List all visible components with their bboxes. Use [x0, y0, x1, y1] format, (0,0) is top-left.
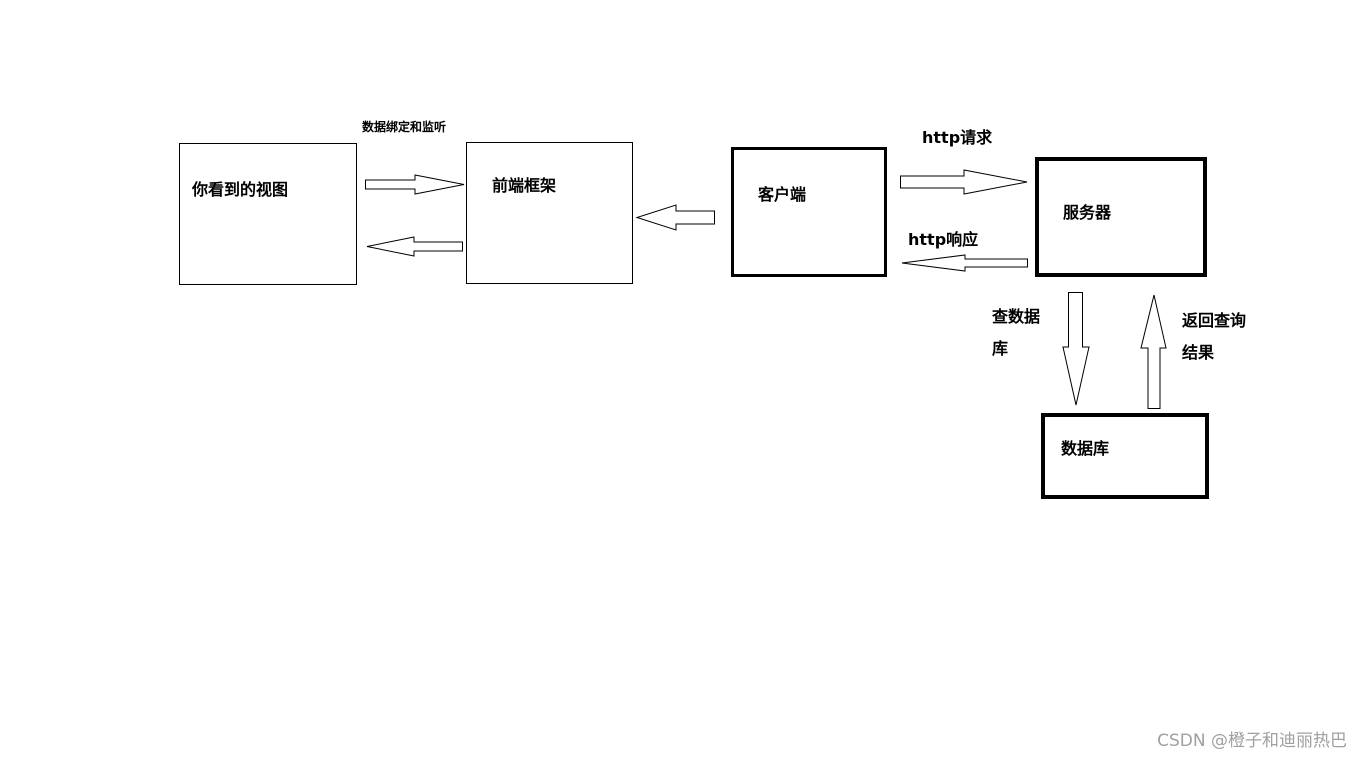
query-db-label: 查数据库: [992, 307, 1041, 358]
server-label: 服务器: [1063, 203, 1112, 222]
http-request-label: http请求: [922, 128, 993, 147]
database-box: [1041, 413, 1209, 499]
return-result-arrow: [1140, 294, 1167, 409]
http-request-arrow: [900, 169, 1028, 195]
database-label: 数据库: [1061, 439, 1110, 458]
query-db-arrow: [1062, 292, 1090, 406]
frontend-to-view-arrow: [366, 236, 463, 257]
client-to-frontend-arrow: [635, 204, 715, 231]
http-response-arrow: [901, 254, 1028, 272]
client-label: 客户端: [758, 185, 807, 204]
http-response-label: http响应: [908, 230, 979, 249]
watermark: CSDN @橙子和迪丽热巴: [1157, 731, 1347, 751]
data-binding-label: 数据绑定和监听: [362, 120, 447, 134]
server-box: [1035, 157, 1207, 277]
frontend-framework-label: 前端框架: [492, 176, 557, 195]
client-box: [731, 147, 887, 277]
view-box: [179, 143, 357, 285]
return-result-label: 返回查询结果: [1182, 311, 1247, 362]
view-label: 你看到的视图: [192, 180, 289, 199]
view-to-frontend-arrow: [365, 174, 465, 195]
frontend-framework-box: [466, 142, 633, 284]
